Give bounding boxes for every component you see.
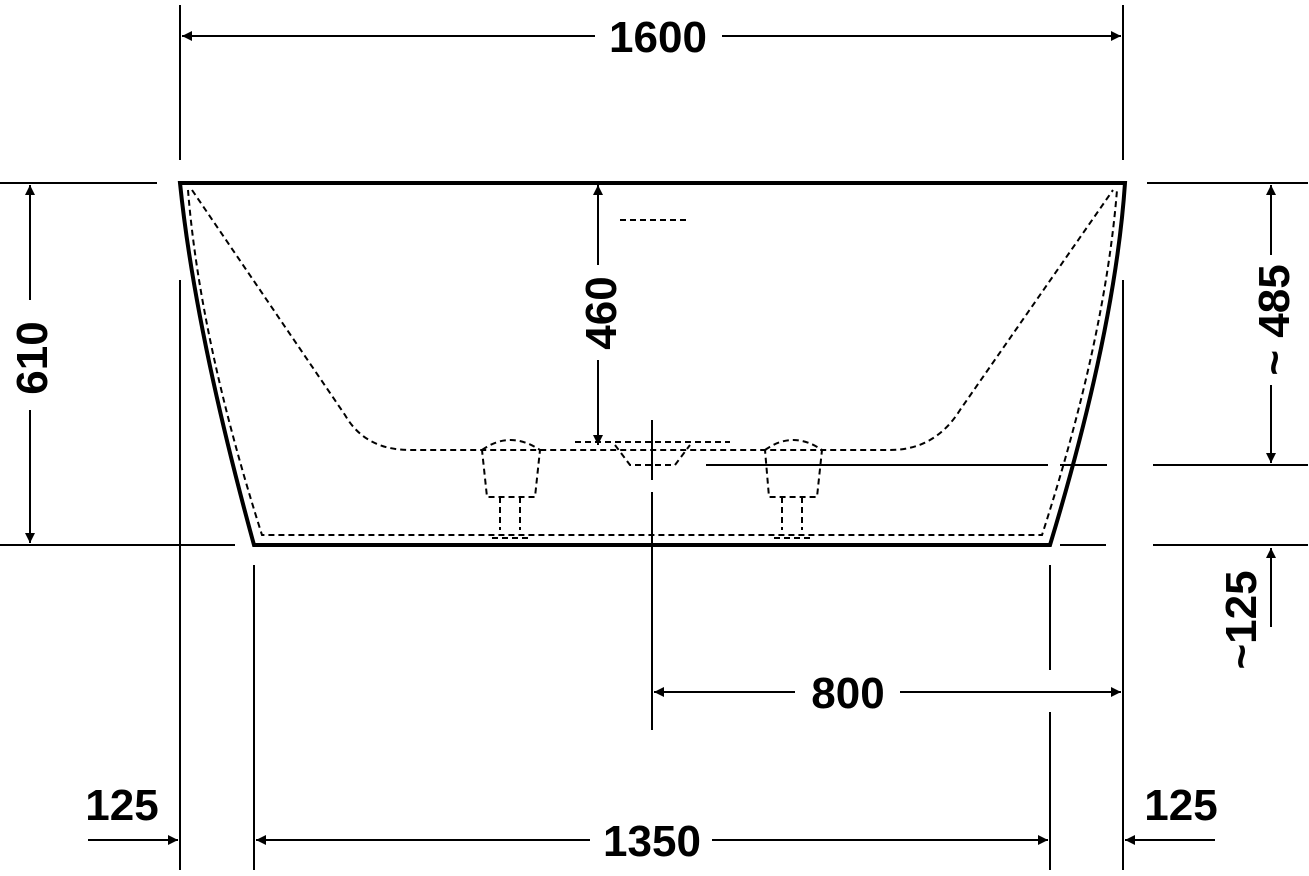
foot-left — [480, 439, 542, 539]
dim-drain-offset: ~125 — [1217, 570, 1266, 669]
dim-right-overhang: 125 — [1144, 781, 1217, 830]
dim-overall-height: 610 — [8, 321, 57, 394]
extension-lines — [0, 5, 1308, 870]
foot-right — [763, 439, 824, 539]
dimension-lines — [25, 31, 1276, 845]
dim-base-length: 1350 — [603, 817, 701, 866]
dim-drain-position: 800 — [811, 669, 884, 718]
dim-inner-depth: 460 — [577, 276, 626, 349]
bathtub-outline — [177, 181, 1128, 547]
dim-left-overhang: 125 — [85, 781, 158, 830]
dim-overall-length: 1600 — [609, 13, 707, 62]
dim-overflow-height: ~ 485 — [1250, 264, 1299, 375]
